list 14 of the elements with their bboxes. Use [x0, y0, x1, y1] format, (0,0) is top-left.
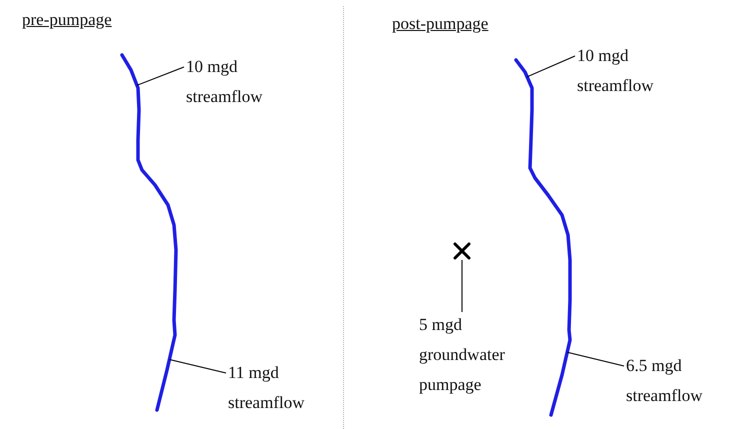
stream-line [120, 53, 178, 412]
leader-line [526, 56, 576, 78]
leader-line [566, 352, 624, 366]
flow-label: 11 mgd streamflow [228, 358, 328, 418]
leader-line [168, 359, 226, 374]
stream-line [514, 58, 572, 417]
flow-label: 10 mgd streamflow [186, 52, 286, 112]
panel-title: post-pumpage [392, 14, 488, 34]
leader-line [136, 66, 184, 86]
well-cross-icon [453, 242, 471, 260]
flow-label: 10 mgd streamflow [577, 41, 677, 101]
flow-label: 5 mgd groundwater pumpage [419, 310, 529, 400]
flow-label: 6.5 mgd streamflow [626, 351, 731, 411]
panel-title: pre-pumpage [22, 10, 112, 30]
